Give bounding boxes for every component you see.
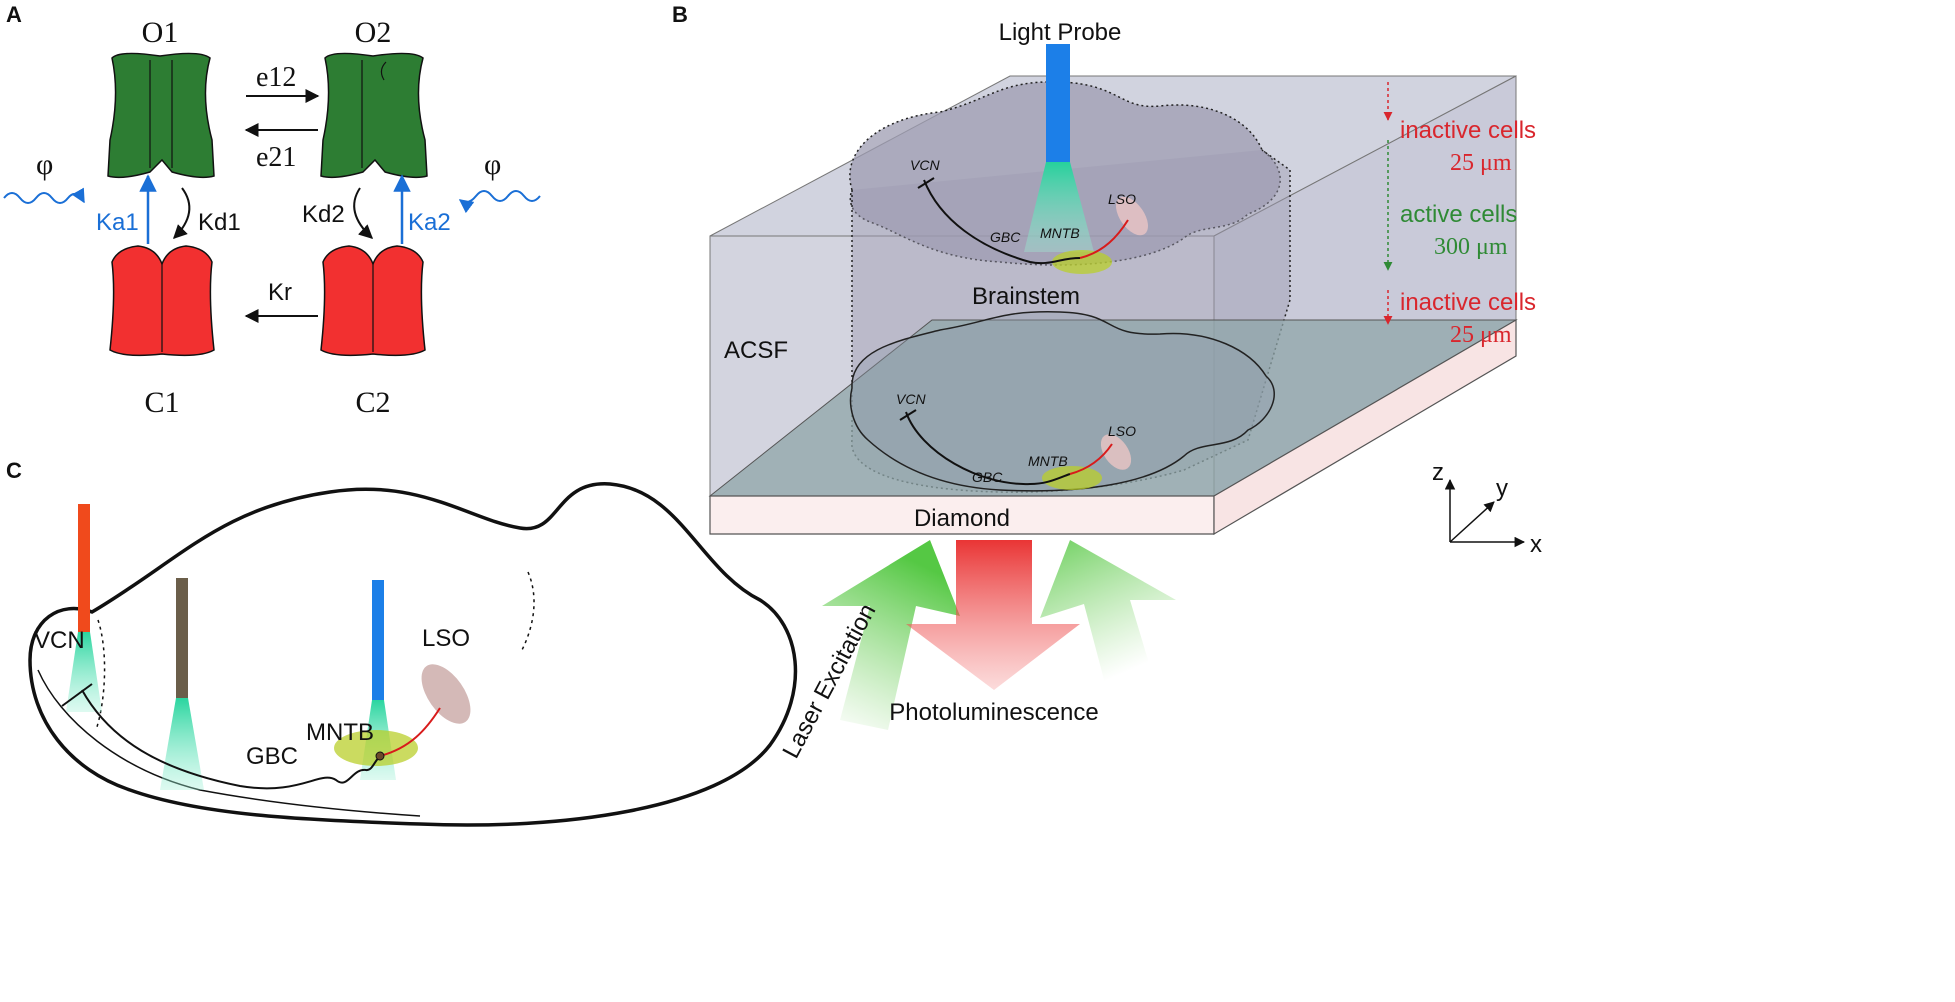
state-label-o1: O1 [142, 16, 179, 49]
probe-red [78, 504, 90, 632]
channel-closed-c1 [109, 245, 215, 357]
mntb-region-bottom [1042, 466, 1102, 490]
mntb-region-top [1052, 250, 1112, 274]
panel-a-letter: A [6, 2, 22, 27]
photon-wave-right-icon [458, 190, 541, 214]
vcn-tick [61, 683, 93, 707]
laser-arrow-right [1040, 540, 1176, 710]
label-acsf: ACSF [724, 337, 788, 364]
lso-region-top [1116, 196, 1148, 236]
channel-open-o2 [320, 52, 428, 179]
panel-c-letter: C [6, 458, 22, 483]
layer-depth-active: 300 μm [1434, 234, 1508, 260]
label-lso: LSO [422, 625, 470, 652]
vcn-tick-bottom [899, 409, 917, 421]
light-symbol-right: φ [484, 148, 501, 181]
layer-depth-inactive-top: 25 μm [1450, 150, 1512, 176]
rate-kr: Kr [268, 279, 292, 306]
photoluminescence-arrow [906, 540, 1080, 690]
channel-closed-c2 [320, 245, 426, 357]
label-mntb-top: MNTB [1040, 225, 1080, 241]
circuit-bottom: VCN GBC MNTB LSO [896, 391, 1136, 490]
rate-ka1: Ka1 [96, 209, 139, 236]
rate-e12: e12 [256, 62, 296, 93]
panel-b: B Diamond Light Probe VCN GBC MNTB LS [672, 2, 1542, 763]
state-label-c1: C1 [144, 386, 179, 419]
panel-a: A O1 O2 C1 C2 e12 e21 [3, 2, 541, 419]
label-lso-bottom: LSO [1108, 423, 1136, 439]
photon-wave-left-icon [3, 187, 85, 204]
probe-blue [372, 580, 384, 700]
lso-region [421, 664, 471, 724]
label-photoluminescence: Photoluminescence [889, 699, 1098, 726]
arrow-kd1 [173, 187, 191, 239]
brainstem-slice-outline [28, 482, 798, 827]
light-probe-fiber [1046, 44, 1070, 162]
mntb-region [334, 730, 418, 766]
panel-b-letter: B [672, 2, 688, 27]
slice-dotted-edge-right [521, 571, 535, 651]
layer-label-inactive-bottom: inactive cells [1400, 289, 1536, 316]
label-brainstem: Brainstem [972, 283, 1080, 310]
probe-brown [176, 578, 188, 698]
state-label-o2: O2 [355, 16, 392, 49]
layer-label-inactive-top: inactive cells [1400, 117, 1536, 144]
state-label-c2: C2 [355, 386, 390, 419]
mntb-lso-axon [379, 707, 441, 757]
brainstem-bottom-outline [849, 311, 1275, 492]
axes-icon: z y x [1432, 459, 1542, 558]
axis-label-y: y [1496, 475, 1508, 502]
arrow-kd2 [353, 187, 374, 239]
rate-ka2: Ka2 [408, 209, 451, 236]
label-diamond: Diamond [914, 505, 1010, 532]
axis-label-z: z [1432, 459, 1444, 486]
vcn-tick-top [917, 177, 935, 189]
layer-label-active: active cells [1400, 201, 1517, 228]
gbc-axon-top [923, 179, 1081, 265]
label-mntb-bottom: MNTB [1028, 453, 1068, 469]
rate-e21: e21 [256, 142, 296, 173]
label-gbc-top: GBC [990, 229, 1021, 245]
layer-depth-inactive-bottom: 25 μm [1450, 322, 1512, 348]
axis-label-x: x [1530, 531, 1542, 558]
channel-open-o1 [107, 52, 215, 179]
label-gbc-bottom: GBC [972, 469, 1003, 485]
rate-kd1: Kd1 [198, 209, 241, 236]
mntb-cell [375, 751, 385, 761]
circuit-top: VCN GBC MNTB LSO [910, 157, 1148, 274]
label-vcn-top: VCN [910, 157, 940, 173]
label-lso-top: LSO [1108, 191, 1136, 207]
slice-dotted-edge-left [95, 619, 106, 731]
laser-arrow-left [822, 540, 960, 730]
rate-kd2: Kd2 [302, 201, 345, 228]
light-probe-cone [1024, 162, 1094, 252]
label-vcn-bottom: VCN [896, 391, 926, 407]
label-vcn: VCN [34, 627, 85, 654]
gbc-axon-bottom [905, 411, 1071, 486]
diamond-side [1213, 318, 1517, 536]
mntb-lso-axon-top [1079, 219, 1129, 259]
label-mntb: MNTB [306, 719, 374, 746]
lso-region-bottom [1100, 434, 1132, 470]
mntb-lso-axon-bottom [1069, 443, 1113, 475]
probe-brown-cone [160, 698, 204, 790]
label-gbc: GBC [246, 743, 298, 770]
label-light-probe: Light Probe [999, 19, 1122, 46]
gbc-axon [81, 689, 381, 790]
light-symbol-left: φ [36, 148, 53, 181]
panel-c: C VCN GBC MNTB LSO [6, 458, 798, 827]
probe-red-cone [66, 632, 102, 712]
